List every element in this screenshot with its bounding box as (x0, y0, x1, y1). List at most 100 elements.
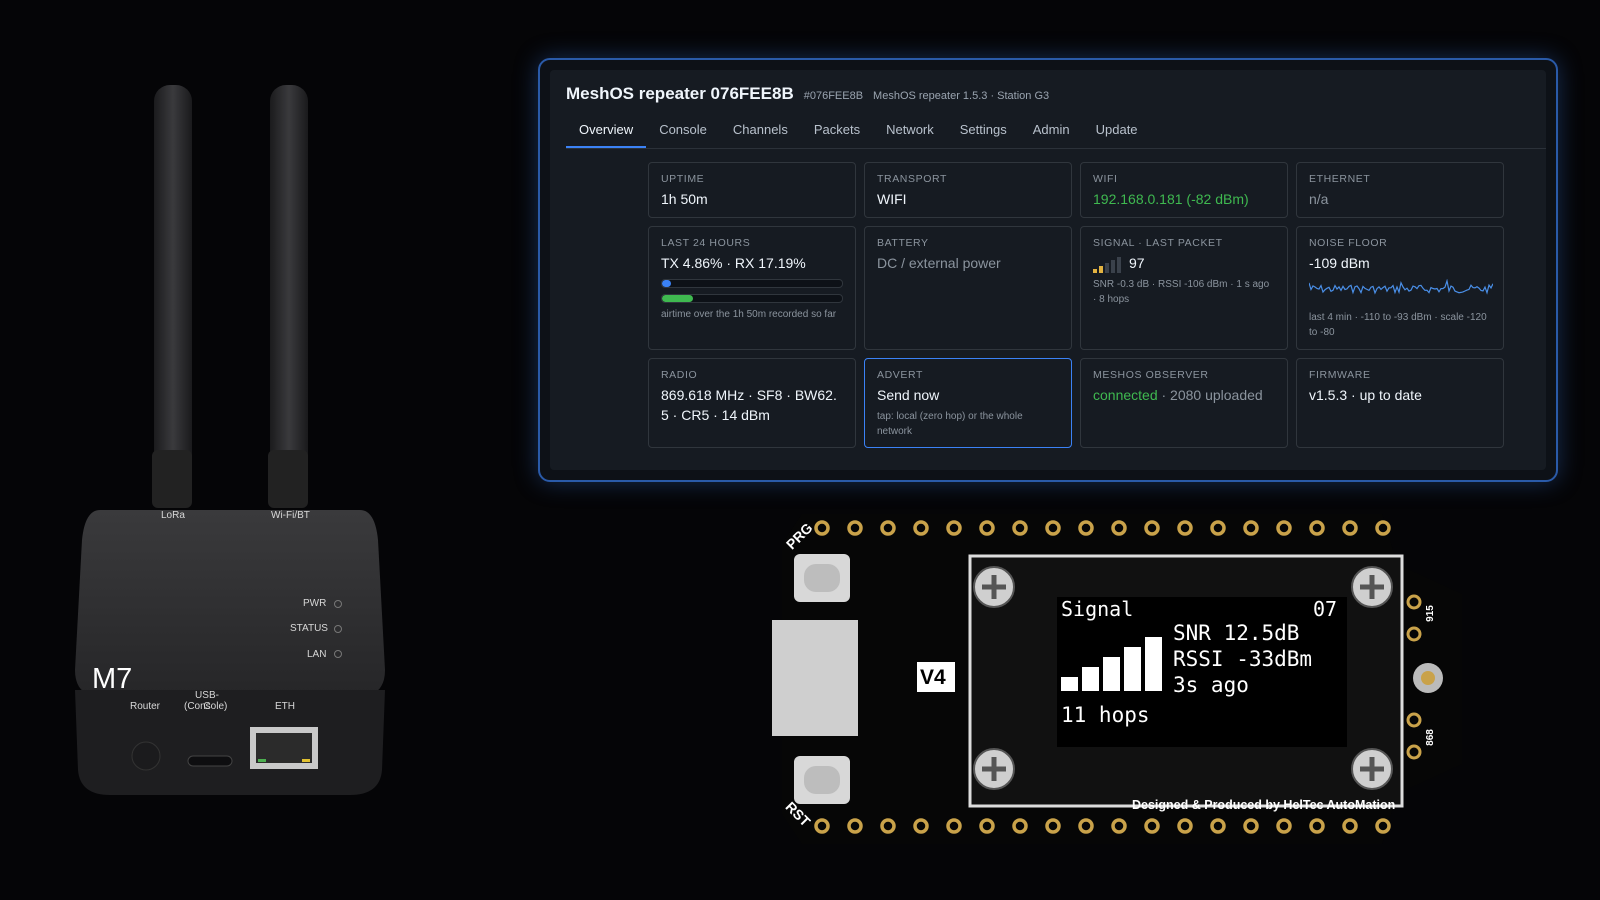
wifi-value: 192.168.0.181 (-82 dBm) (1093, 191, 1249, 207)
gpio-pin (1144, 520, 1160, 536)
gpio-pin (1309, 520, 1325, 536)
gpio-pin (1012, 818, 1028, 834)
led-label-status: STATUS (290, 623, 328, 634)
gpio-pin (1276, 520, 1292, 536)
ethernet-card: ETHERNET n/a (1296, 162, 1504, 218)
tab-bar: Overview Console Channels Packets Networ… (566, 116, 1546, 149)
observer-label: MESHOS OBSERVER (1093, 369, 1209, 381)
board-credit: Designed & Produced by HelTec AutoMation (1132, 798, 1396, 812)
advert-card[interactable]: ADVERT Send now tap: local (zero hop) or… (864, 358, 1072, 448)
radio-label: RADIO (661, 369, 698, 381)
rx-airtime-fill (662, 295, 693, 302)
signal-bar (1117, 257, 1121, 273)
tab-console[interactable]: Console (659, 122, 707, 137)
gpio-pin (1177, 520, 1193, 536)
band-915-label: 915 (1424, 605, 1436, 622)
gpio-pin (814, 818, 830, 834)
battery-card: BATTERY DC / external power (864, 226, 1072, 350)
tx-airtime-fill (662, 280, 671, 287)
oled-age: 3s ago (1173, 673, 1249, 697)
led-label-pwr: PWR (303, 598, 327, 609)
battery-value: DC / external power (877, 255, 1001, 271)
firmware-label: FIRMWARE (1309, 369, 1371, 381)
tab-packets[interactable]: Packets (813, 122, 861, 137)
tab-settings[interactable]: Settings (959, 122, 1007, 137)
port-label-router: Router (130, 701, 161, 712)
gpio-pin (1012, 520, 1028, 536)
gpio-pin (1342, 818, 1358, 834)
gpio-pin (1045, 818, 1061, 834)
gpio-pin (946, 520, 962, 536)
last24-label: LAST 24 HOURS (661, 237, 751, 249)
gpio-pin (1111, 520, 1127, 536)
gpio-pin (1177, 818, 1193, 834)
band-868-label: 868 (1424, 729, 1436, 746)
wifi-card: WIFI 192.168.0.181 (-82 dBm) (1080, 162, 1288, 218)
wifi-antenna-label: Wi-Fi/BT (271, 510, 310, 521)
ethernet-value: n/a (1309, 191, 1329, 207)
gpio-pin (1144, 818, 1160, 834)
signal-note: SNR -0.3 dB · RSSI -106 dBm · 1 s ago · … (1093, 279, 1270, 305)
tab-update[interactable]: Update (1095, 122, 1138, 137)
oled-title: Signal (1061, 597, 1134, 621)
oled-signal-bar (1103, 657, 1120, 691)
dashboard-inner: MeshOS repeater 076FEE8B #076FEE8B MeshO… (550, 70, 1546, 470)
gpio-pin (1309, 818, 1325, 834)
gpio-pin (946, 818, 962, 834)
oled-screen: Signal 07 SNR 12.5dB RSSI -33dBm 3s ago … (1057, 597, 1347, 747)
send-advert-button[interactable]: Send now (877, 387, 940, 403)
gpio-pin (847, 818, 863, 834)
noise-floor-card: NOISE FLOOR -109 dBm last 4 min · -110 t… (1296, 226, 1504, 350)
radio-value: 869.618 MHz · SF8 · BW62.5 · CR5 · 14 dB… (661, 387, 837, 423)
noise-floor-sparkline (1308, 278, 1494, 295)
advert-label: ADVERT (877, 369, 923, 381)
oled-rssi: RSSI -33dBm (1173, 647, 1313, 671)
oled-signal-bars-icon (1061, 637, 1162, 691)
gpio-pin (1342, 520, 1358, 536)
transport-value: WIFI (877, 191, 907, 207)
gpio-pin (1243, 818, 1259, 834)
signal-bar (1093, 269, 1097, 273)
lora-antenna-label: LoRa (161, 510, 185, 521)
gpio-pin (979, 818, 995, 834)
gpio-pin (1276, 818, 1292, 834)
last24-value: TX 4.86% · RX 17.19% (661, 255, 806, 271)
signal-bar (1099, 266, 1103, 273)
observer-status: connected (1093, 387, 1158, 403)
advert-note: tap: local (zero hop) or the whole netwo… (877, 411, 1023, 437)
noise-floor-value: -109 dBm (1309, 255, 1370, 271)
gpio-pin (913, 520, 929, 536)
tab-channels[interactable]: Channels (732, 122, 788, 137)
port-label-eth: ETH (275, 701, 295, 712)
uptime-value: 1h 50m (661, 191, 708, 207)
ethernet-label: ETHERNET (1309, 173, 1371, 185)
oled-hops: 11 hops (1061, 703, 1150, 727)
gpio-pin (847, 520, 863, 536)
signal-bar (1105, 263, 1109, 273)
port-label-usbc: USB-C (195, 690, 219, 712)
tab-network[interactable]: Network (886, 122, 934, 137)
page-title: MeshOS repeater 076FEE8B (566, 84, 794, 103)
observer-uploaded: · 2080 uploaded (1157, 387, 1263, 403)
signal-value: 97 (1129, 255, 1145, 271)
device-id: #076FEE8B (803, 90, 864, 102)
noise-floor-note: last 4 min · -110 to -93 dBm · scale -12… (1309, 312, 1487, 338)
tab-admin[interactable]: Admin (1032, 122, 1070, 137)
gpio-pin (1078, 520, 1094, 536)
gpio-pin (814, 520, 830, 536)
signal-label: SIGNAL · LAST PACKET (1093, 237, 1223, 249)
board-version: V4 (920, 666, 946, 689)
noise-floor-label: NOISE FLOOR (1309, 237, 1388, 249)
tab-overview[interactable]: Overview (566, 116, 647, 148)
device-subtitle: MeshOS repeater 1.5.3 · Station G3 (873, 90, 1050, 102)
gpio-pin (1210, 818, 1226, 834)
battery-label: BATTERY (877, 237, 929, 249)
observer-card: MESHOS OBSERVER connected · 2080 uploade… (1080, 358, 1288, 448)
wifi-label: WIFI (1093, 173, 1118, 185)
port-label-console: (Console) (184, 701, 228, 712)
radio-card: RADIO 869.618 MHz · SF8 · BW62.5 · CR5 ·… (648, 358, 856, 448)
uptime-card: UPTIME 1h 50m (648, 162, 856, 218)
oled-signal-bar (1061, 677, 1078, 691)
tx-airtime-bar (661, 279, 843, 288)
oled-signal-bar (1124, 647, 1141, 691)
